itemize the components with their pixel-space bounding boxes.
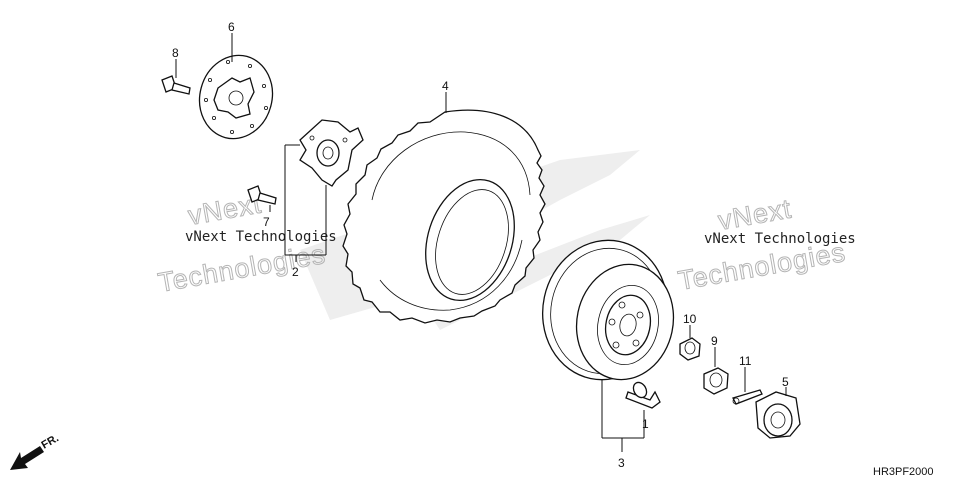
castle-nut-part[interactable]	[703, 367, 729, 395]
callout-3: 3	[618, 456, 625, 470]
front-direction-arrow-icon: FR.	[10, 432, 61, 470]
callout-6: 6	[228, 20, 235, 34]
watermark-big-left-line2: Technologies	[156, 239, 328, 298]
leader-lines	[175, 33, 787, 452]
watermark-small-right: vNext Technologies	[704, 231, 856, 247]
axle-nut-part[interactable]	[755, 391, 801, 439]
wheel-rim-part[interactable]	[530, 229, 684, 392]
callout-8: 8	[172, 46, 179, 60]
brake-disc-part[interactable]	[190, 47, 281, 147]
valve-stem-part[interactable]	[625, 380, 661, 409]
callout-1: 1	[642, 417, 649, 431]
disc-bolt-part[interactable]	[161, 75, 191, 95]
watermark-small-left: vNext Technologies	[185, 229, 337, 245]
cotter-pin-part[interactable]	[732, 389, 763, 405]
lug-nut-part[interactable]	[679, 337, 701, 361]
hub-bolt-part[interactable]	[247, 185, 277, 205]
callout-9: 9	[711, 334, 718, 348]
diagram-code: HR3PF2000	[873, 466, 934, 478]
callout-2: 2	[292, 265, 299, 279]
front-direction-label: FR.	[40, 432, 61, 451]
callout-10: 10	[683, 312, 697, 326]
callout-5: 5	[782, 375, 789, 389]
callout-11: 11	[739, 354, 752, 368]
watermark-big-right-line1: vNext	[716, 194, 794, 236]
callout-7: 7	[263, 215, 270, 229]
callout-4: 4	[442, 79, 449, 93]
hub-part[interactable]	[299, 119, 364, 187]
tire-part[interactable]	[342, 109, 546, 324]
